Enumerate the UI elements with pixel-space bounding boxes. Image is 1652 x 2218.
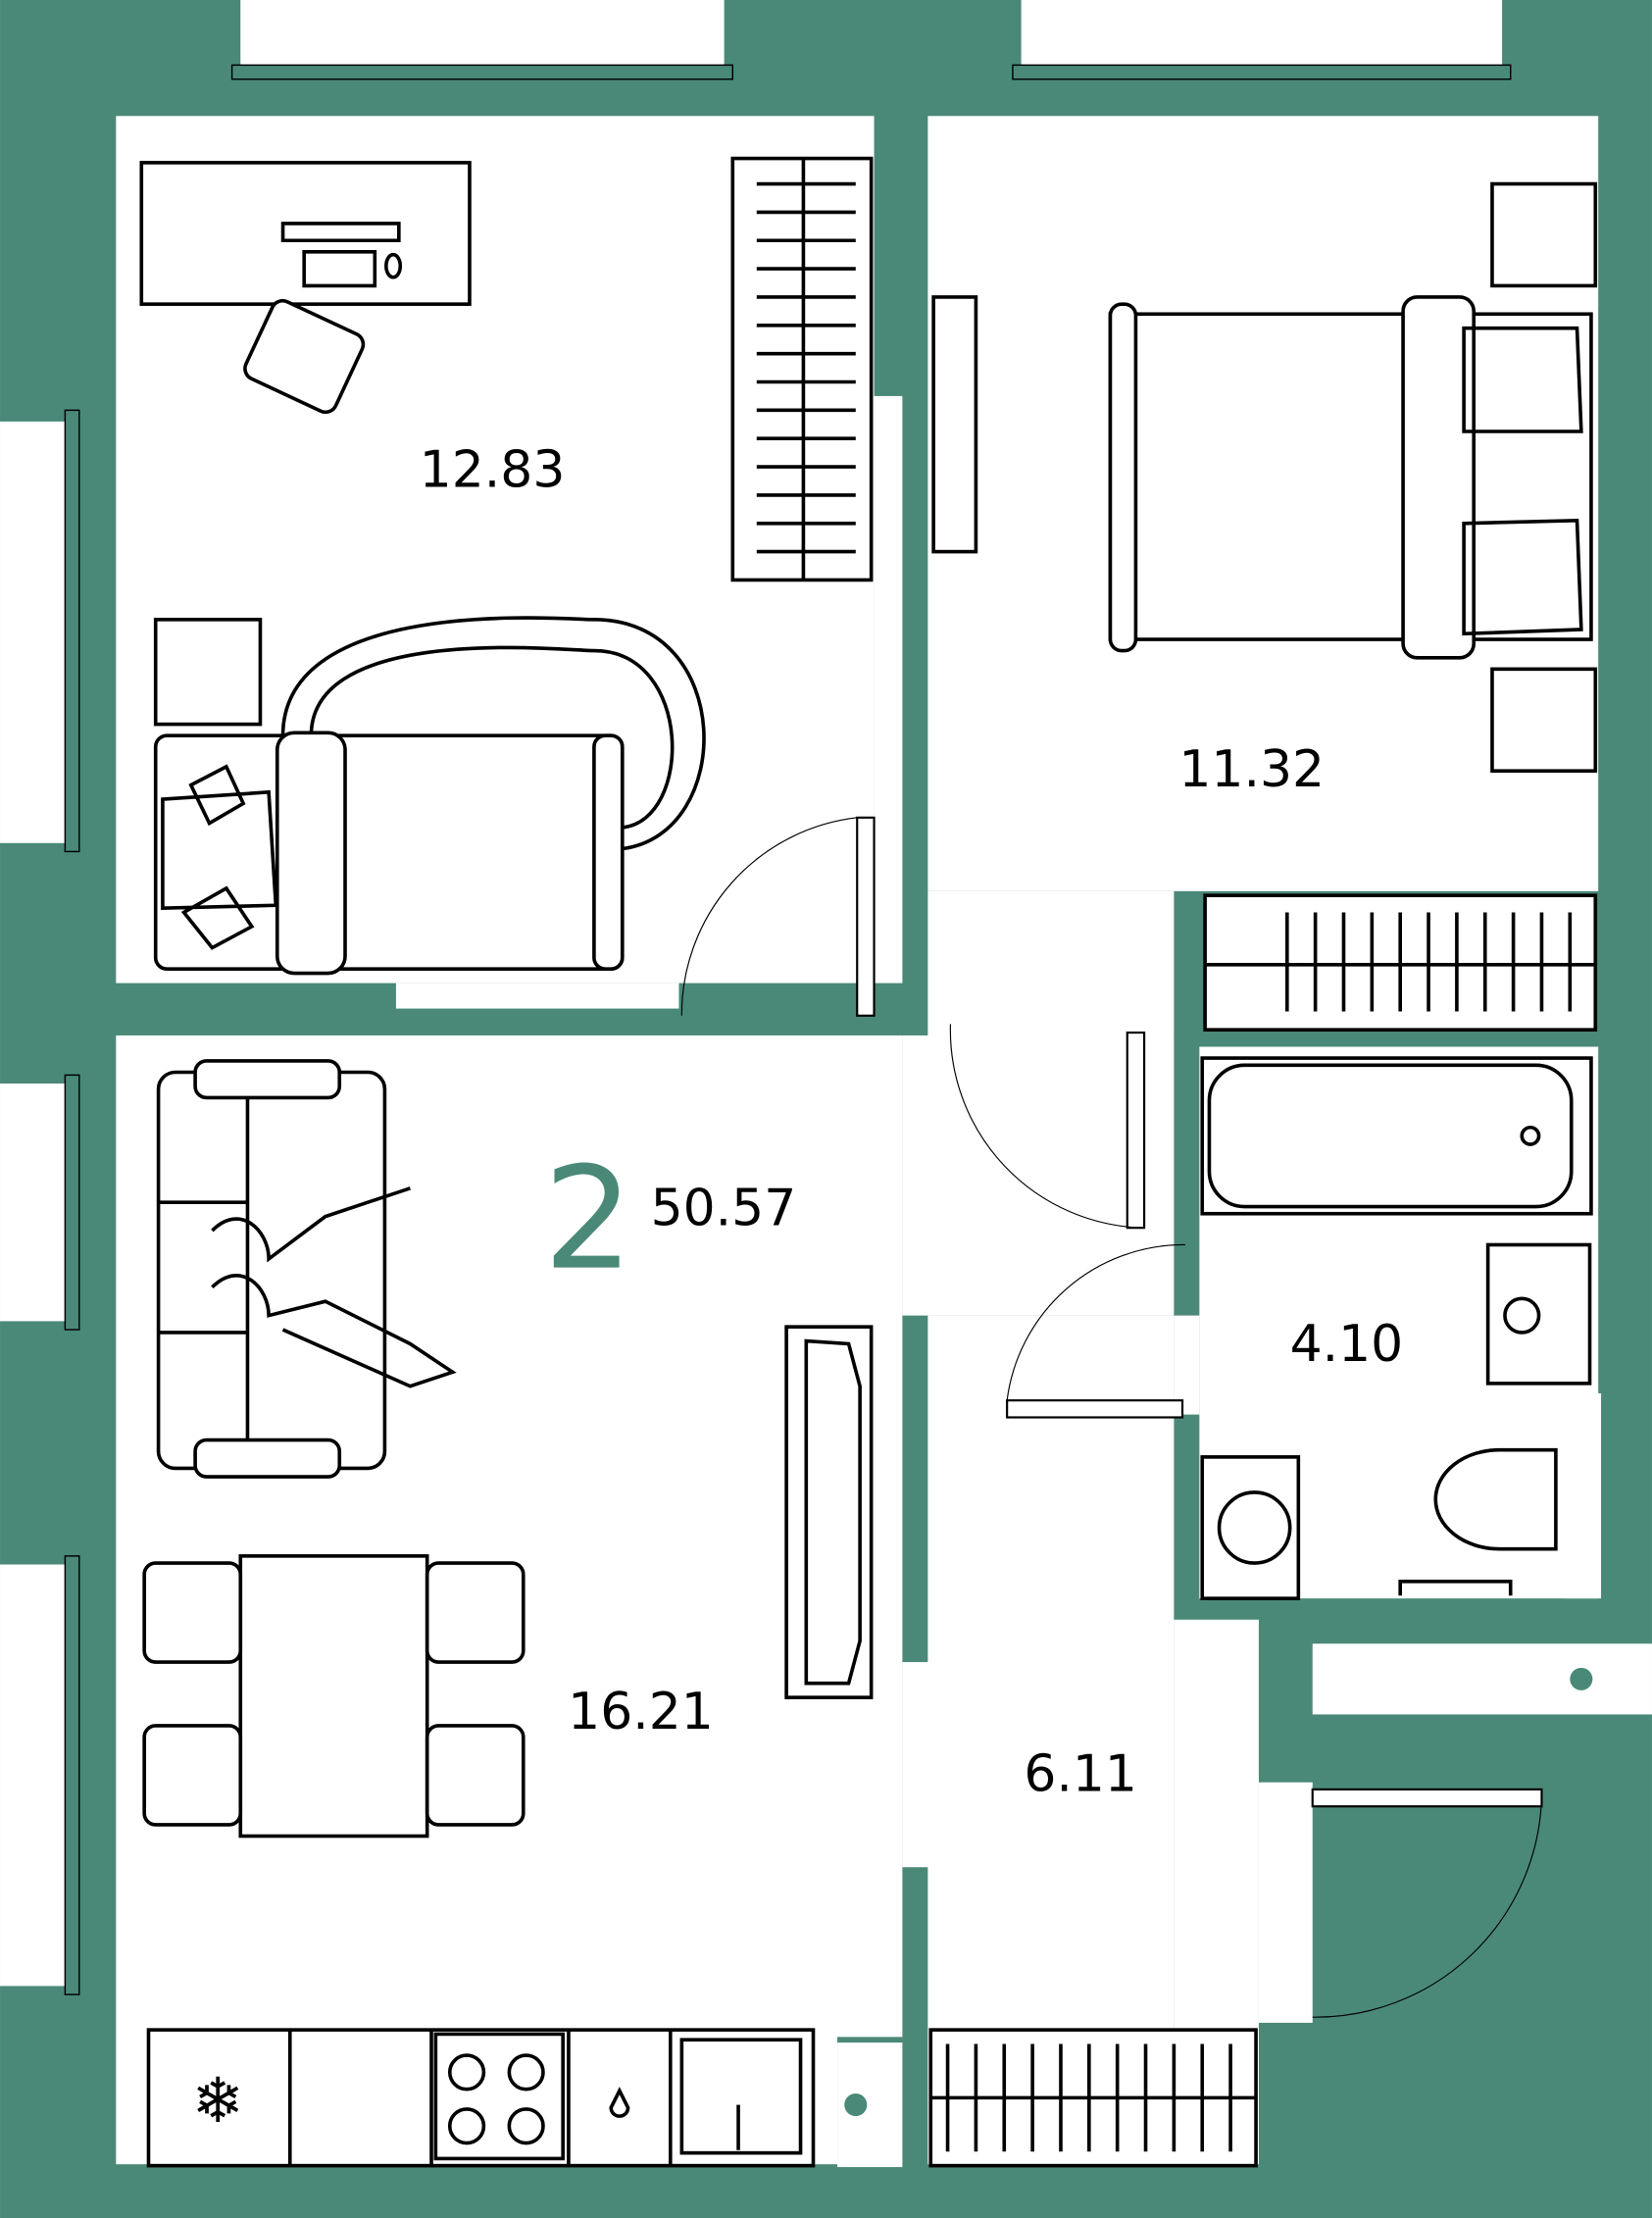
snowflake-icon: ❄: [192, 2064, 244, 2137]
area-label-bathroom: 4.10: [1290, 1315, 1404, 1374]
doors[interactable]: [680, 816, 1543, 2018]
area-label-bedroom-1: 12.83: [420, 440, 566, 499]
rooms-count: 2: [543, 1137, 633, 1302]
area-label-living: 16.21: [568, 1683, 714, 1741]
area-label-hallway: 6.11: [1024, 1744, 1137, 1803]
windows: [0, 0, 1512, 1995]
total-area: 50.57: [651, 1179, 797, 1237]
furniture: ❄: [139, 156, 1598, 2168]
area-label-bedroom-2: 11.32: [1178, 740, 1325, 799]
